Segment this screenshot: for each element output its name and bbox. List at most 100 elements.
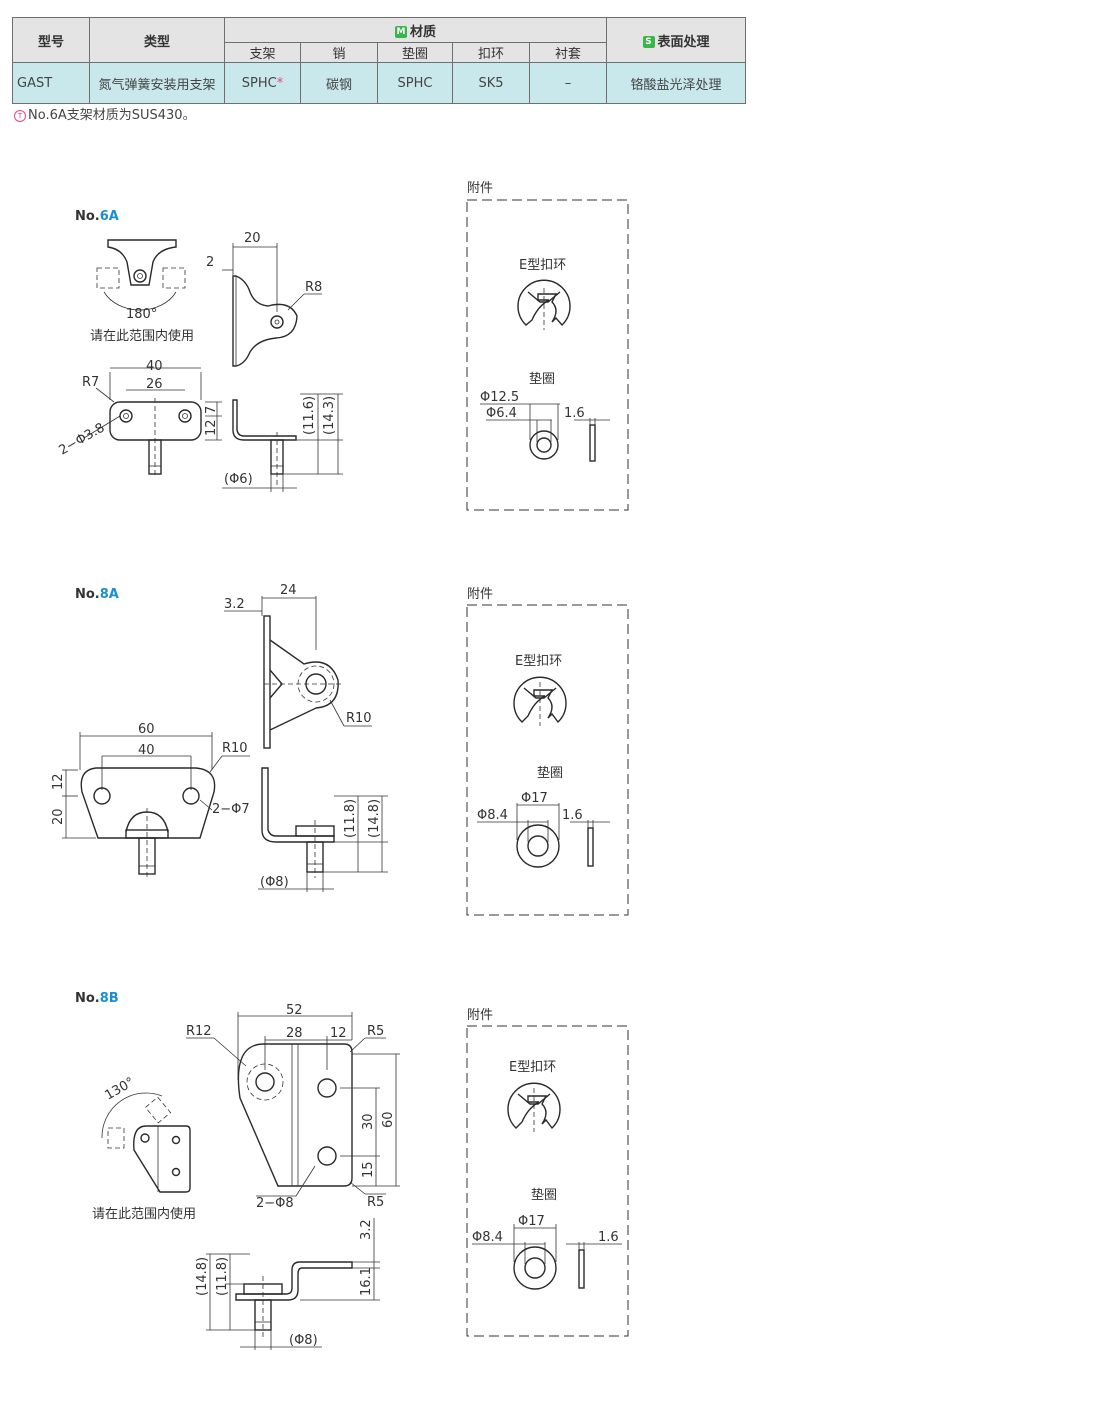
label-8a: No.8A bbox=[75, 587, 119, 602]
label-8b: No.8B bbox=[75, 991, 119, 1006]
surface-badge-icon: S bbox=[642, 36, 655, 48]
8b-dim-d8: (Φ8) bbox=[289, 1333, 318, 1348]
6a-washer-id: Φ6.4 bbox=[486, 406, 517, 421]
cell-surface: 铬酸盐光泽处理 bbox=[606, 62, 747, 104]
cell-washer: SPHC bbox=[377, 62, 453, 104]
8b-accessory-title: 附件 bbox=[467, 1008, 493, 1023]
6a-ering-label: E型扣环 bbox=[519, 258, 566, 273]
header-bracket: 支架 bbox=[224, 42, 301, 63]
8a-dim-14-8: (14.8) bbox=[367, 799, 382, 838]
header-ring: 扣环 bbox=[452, 42, 530, 63]
8a-dim-40: 40 bbox=[138, 743, 155, 758]
8a-dim-d8: (Φ8) bbox=[260, 875, 289, 890]
8b-ering-label: E型扣环 bbox=[509, 1060, 556, 1075]
6a-accessory-title: 附件 bbox=[467, 181, 493, 196]
label-6a: No.6A bbox=[75, 209, 119, 224]
8b-washer-icon bbox=[513, 1246, 557, 1290]
8b-dim-3-2: 3.2 bbox=[359, 1219, 374, 1240]
bracket-note-mark: * bbox=[276, 75, 284, 91]
6a-dim-20: 20 bbox=[244, 231, 261, 246]
cell-pin: 碳钢 bbox=[300, 62, 378, 104]
footnote-text: No.6A支架材质为SUS430。 bbox=[28, 108, 196, 123]
8a-dim-holes: 2−Φ7 bbox=[212, 802, 250, 817]
8a-dim-60: 60 bbox=[138, 722, 155, 737]
6a-dim-r7: R7 bbox=[82, 375, 99, 390]
6a-dim-7: 7 bbox=[204, 406, 219, 414]
8b-dim-16-1: 16.1 bbox=[359, 1267, 374, 1296]
8b-dim-15: 15 bbox=[361, 1161, 376, 1178]
8b-dim-28: 28 bbox=[286, 1026, 303, 1041]
8b-dim-30: 30 bbox=[361, 1113, 376, 1130]
6a-dim-11-6: (11.6) bbox=[302, 396, 317, 435]
8a-side-view: 24 3.2 R10 bbox=[224, 583, 372, 749]
6a-accessory-box: 附件 E型扣环 垫圈 Φ12.5 Φ6.4 1.6 bbox=[466, 181, 629, 511]
8b-dim-r12: R12 bbox=[186, 1024, 212, 1039]
6a-dim-12: 12 bbox=[204, 419, 219, 436]
header-bushing: 衬套 bbox=[528, 42, 608, 63]
8a-washer-label: 垫圈 bbox=[537, 765, 563, 781]
8b-dim-52: 52 bbox=[286, 1003, 303, 1018]
8b-dim-12: 12 bbox=[330, 1026, 347, 1041]
8b-dim-11-8: (11.8) bbox=[215, 1257, 230, 1296]
table-row: GAST 氮气弹簧安装用支架 SPHC* 碳钢 SPHC SK5 – 铬酸盐光泽… bbox=[12, 62, 747, 104]
6a-washer-od: Φ12.5 bbox=[480, 390, 519, 405]
8a-accessory-box: 附件 E型扣环 垫圈 Φ17 Φ8.4 1.6 bbox=[466, 587, 629, 916]
cell-bracket-value: SPHC bbox=[241, 75, 277, 91]
6a-washer-label: 垫圈 bbox=[529, 371, 555, 387]
header-model: 型号 bbox=[12, 17, 90, 63]
6a-dim-d6: (Φ6) bbox=[224, 472, 253, 487]
8b-dim-r5b: R5 bbox=[367, 1195, 384, 1210]
8b-dim-holes: 2−Φ8 bbox=[256, 1196, 294, 1211]
8b-washer-thk: 1.6 bbox=[598, 1230, 619, 1245]
header-pin: 销 bbox=[300, 42, 378, 63]
6a-dim-40: 40 bbox=[146, 359, 163, 374]
8b-side-elevation: 3.2 16.1 (14.8) (11.8) (Φ8) bbox=[195, 1218, 380, 1350]
8a-dim-20: 20 bbox=[51, 808, 66, 825]
8b-rotation-sketch: 130° 请在此范围内使用 bbox=[92, 1075, 196, 1222]
material-badge-icon: M bbox=[395, 26, 408, 38]
8a-washer-id: Φ8.4 bbox=[477, 808, 508, 823]
8a-dim-24: 24 bbox=[280, 583, 297, 598]
8a-washer-thk: 1.6 bbox=[562, 808, 583, 823]
8b-ering-icon bbox=[507, 1082, 561, 1130]
8a-dim-r10b: R10 bbox=[222, 741, 248, 756]
8b-washer-id: Φ8.4 bbox=[472, 1230, 503, 1245]
8a-dim-12: 12 bbox=[51, 773, 66, 790]
8b-dim-14-8: (14.8) bbox=[195, 1257, 210, 1296]
8a-accessory-title: 附件 bbox=[467, 587, 493, 602]
8b-washer-od: Φ17 bbox=[518, 1214, 545, 1229]
6a-dim-26: 26 bbox=[146, 377, 163, 392]
6a-dim-holes: 2−Φ3.8 bbox=[57, 420, 108, 458]
8a-side-elevation: (11.8) (14.8) (Φ8) bbox=[258, 767, 388, 892]
6a-angle: 180° bbox=[126, 307, 157, 322]
8b-washer-label: 垫圈 bbox=[531, 1187, 557, 1203]
cell-model: GAST bbox=[12, 62, 90, 104]
cell-type: 氮气弹簧安装用支架 bbox=[89, 62, 225, 104]
footnote-icon: T bbox=[14, 109, 26, 122]
header-washer: 垫圈 bbox=[377, 42, 453, 63]
8a-washer-icon bbox=[516, 824, 560, 868]
6a-dim-14-3: (14.3) bbox=[322, 396, 337, 435]
8a-dim-3-2: 3.2 bbox=[224, 597, 245, 612]
header-material-label: 材质 bbox=[410, 24, 437, 40]
8b-front-view: 52 28 12 R12 R5 2−Φ8 R5 30 60 15 bbox=[186, 1003, 400, 1211]
cell-bracket: SPHC* bbox=[224, 62, 301, 104]
6a-rotation-sketch: 180° 请在此范围内使用 bbox=[90, 239, 194, 344]
6a-front-view: 40 26 R7 2−Φ3.8 12 7 bbox=[57, 359, 222, 478]
6a-dim-2: 2 bbox=[206, 255, 214, 270]
8b-dim-60: 60 bbox=[381, 1111, 396, 1128]
8b-dim-r5a: R5 bbox=[367, 1024, 384, 1039]
6a-side-elevation: (11.6) (14.3) (Φ6) bbox=[222, 393, 343, 492]
8a-ering-label: E型扣环 bbox=[515, 654, 562, 669]
8a-front-view: 60 40 R10 2−Φ7 12 20 bbox=[51, 722, 250, 878]
6a-dim-r8: R8 bbox=[305, 280, 322, 295]
8b-usage-note: 请在此范围内使用 bbox=[92, 1206, 196, 1222]
6a-ering-icon bbox=[517, 279, 571, 327]
8a-ering-icon bbox=[513, 676, 567, 724]
cell-bushing: – bbox=[528, 62, 608, 104]
6a-side-view: 20 2 R8 bbox=[206, 231, 322, 367]
8a-dim-11-8: (11.8) bbox=[343, 799, 358, 838]
